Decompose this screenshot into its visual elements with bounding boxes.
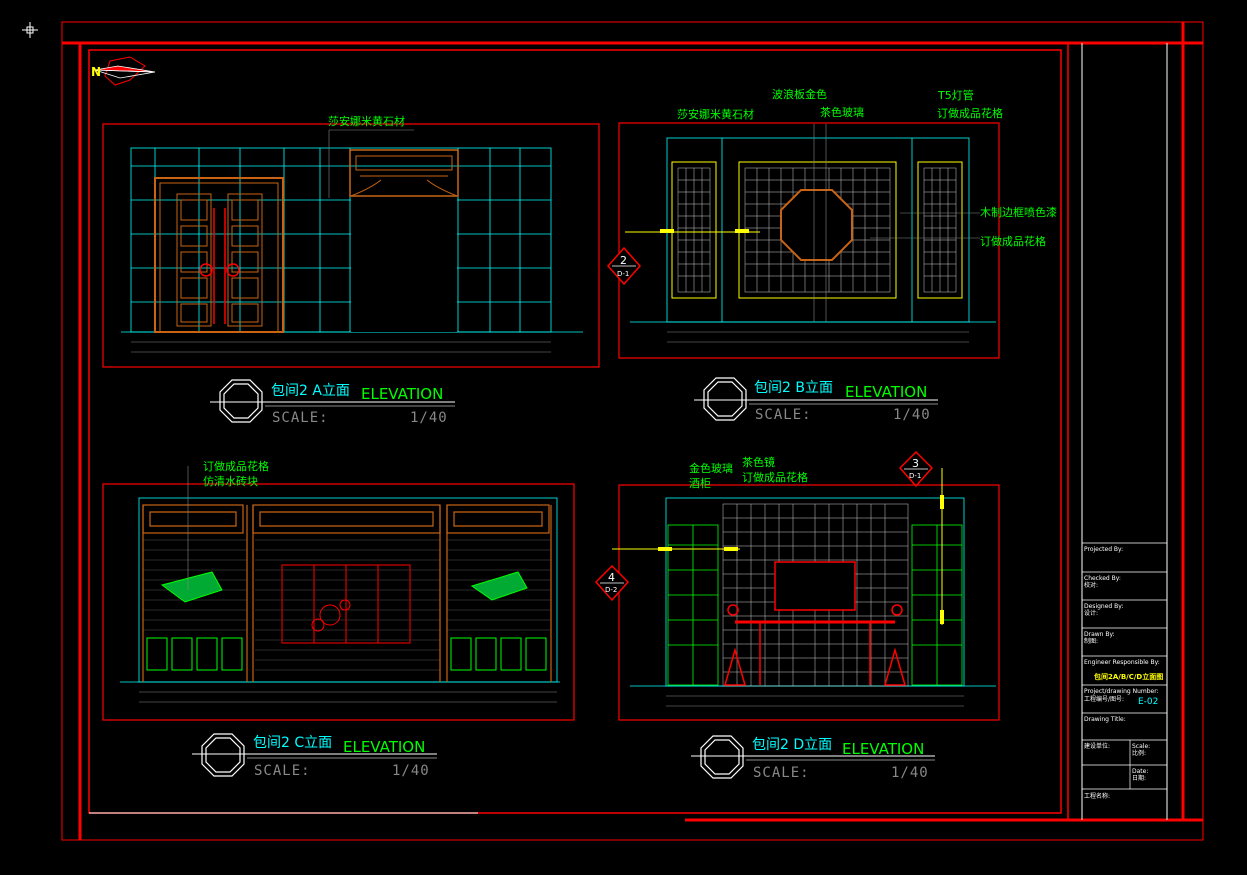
elevation-b[interactable]: 2 D-1 — [606, 122, 1000, 359]
view-a-scale-label: SCALE: — [272, 410, 329, 426]
section-marker-3: 3 D-1 — [898, 450, 934, 488]
note-b-4: T5灯管 — [938, 89, 974, 102]
tb-drawn-by-zh: 制图: — [1084, 638, 1099, 645]
note-d-3: 茶色镜 — [742, 456, 775, 469]
note-d-2: 酒柜 — [689, 477, 711, 490]
carved-door — [154, 149, 459, 333]
view-d-scale-value: 1/40 — [891, 765, 929, 781]
section-3-num: 3 — [912, 457, 919, 470]
wood-lattice-beams — [142, 504, 552, 682]
title-underlines — [192, 399, 938, 761]
tb-projected-by: Projected By: — [1084, 546, 1124, 553]
note-d-1: 金色玻璃 — [689, 462, 733, 475]
note-b-6: 木制边框喷色漆 — [980, 206, 1057, 219]
green-panels — [146, 571, 547, 671]
tb-date-zh: 日期: — [1132, 775, 1147, 782]
view-b-title: 包间2 B立面 — [754, 380, 833, 396]
title-symbols — [201, 377, 747, 779]
tb-project-number: Project/drawing Number: — [1084, 688, 1159, 695]
view-c-scale-value: 1/40 — [392, 763, 430, 779]
octagon-icon-a — [219, 379, 263, 423]
note-d-4: 订做成品花格 — [742, 471, 808, 484]
octagon-icon-d — [700, 735, 744, 779]
tb-date: Date: — [1132, 768, 1149, 775]
tb-project-number-zh: 工程编号/图号: — [1084, 696, 1125, 703]
tb-checked-by: Checked By: — [1084, 575, 1121, 582]
view-b-scale-label: SCALE: — [755, 407, 812, 423]
tb-checked-by-zh: 校对: — [1084, 582, 1099, 589]
note-b-7: 订做成品花格 — [980, 235, 1046, 248]
elevation-a[interactable] — [102, 123, 600, 368]
tb-scale: Scale: — [1132, 743, 1151, 750]
view-b-title-en: ELEVATION — [845, 383, 928, 401]
elevation-d[interactable]: 3 D-1 4 D-2 — [594, 450, 1000, 721]
section-2-ref: D-1 — [617, 270, 629, 278]
console-table — [724, 604, 906, 686]
view-b-scale-value: 1/40 — [893, 407, 931, 423]
view-d-title-en: ELEVATION — [842, 740, 925, 758]
view-d-scale-label: SCALE: — [753, 765, 810, 781]
tb-engineer: Engineer Responsible By: — [1084, 659, 1160, 666]
tb-designed-by-zh: 设计: — [1084, 610, 1099, 617]
title-block-grid — [1082, 542, 1167, 790]
note-c-2: 仿清水砖块 — [203, 475, 258, 488]
section-marker-4: 4 D-2 — [594, 564, 630, 602]
section-4-ref: D-2 — [605, 586, 617, 594]
note-a-1: 莎安娜米黄石材 — [328, 115, 405, 128]
red-artwork — [281, 564, 411, 644]
note-b-5: 订做成品花格 — [937, 107, 1003, 120]
elevation-c[interactable] — [102, 466, 575, 721]
octagon-icon-c — [201, 733, 245, 777]
tb-scale-zh: 比例: — [1132, 750, 1147, 757]
brick-wall — [143, 539, 551, 671]
note-b-1: 莎安娜米黄石材 — [677, 108, 754, 121]
view-d-title: 包间2 D立面 — [752, 737, 833, 753]
octagon-icon-b — [703, 377, 747, 421]
view-c-title: 包间2 C立面 — [253, 735, 333, 751]
view-a-title: 包间2 A立面 — [271, 383, 350, 399]
tb-drawing-name: 包间2A/B/C/D立面图 — [1094, 673, 1164, 681]
section-2-num: 2 — [620, 254, 627, 267]
tb-client: 建设单位: — [1084, 743, 1111, 750]
section-marker-2: 2 D-1 — [606, 246, 642, 286]
wine-cabinets — [667, 524, 963, 686]
section-4-num: 4 — [608, 571, 615, 584]
view-a-scale-value: 1/40 — [410, 410, 448, 426]
view-c-title-en: ELEVATION — [343, 738, 426, 756]
tb-designed-by: Designed By: — [1084, 603, 1124, 610]
view-a-title-en: ELEVATION — [361, 385, 444, 403]
note-b-2: 波浪板金色 — [772, 88, 827, 101]
note-c-1: 订做成品花格 — [203, 460, 269, 473]
north-label: N — [91, 65, 101, 79]
crosshair-cursor-icon — [22, 22, 38, 38]
tv-frame — [774, 561, 856, 611]
note-b-3: 茶色玻璃 — [820, 106, 864, 119]
sheet-frame — [61, 21, 1204, 841]
tb-project: 工程名称: — [1084, 793, 1111, 800]
section-3-ref: D-1 — [909, 472, 921, 480]
north-arrow-icon: N — [91, 56, 156, 86]
lattice-panels — [677, 167, 957, 293]
tb-drawing-title: Drawing Title: — [1084, 716, 1126, 723]
tb-drawn-by: Drawn By: — [1084, 631, 1115, 638]
view-c-scale-label: SCALE: — [254, 763, 311, 779]
tb-drawing-code: E-02 — [1138, 697, 1159, 707]
